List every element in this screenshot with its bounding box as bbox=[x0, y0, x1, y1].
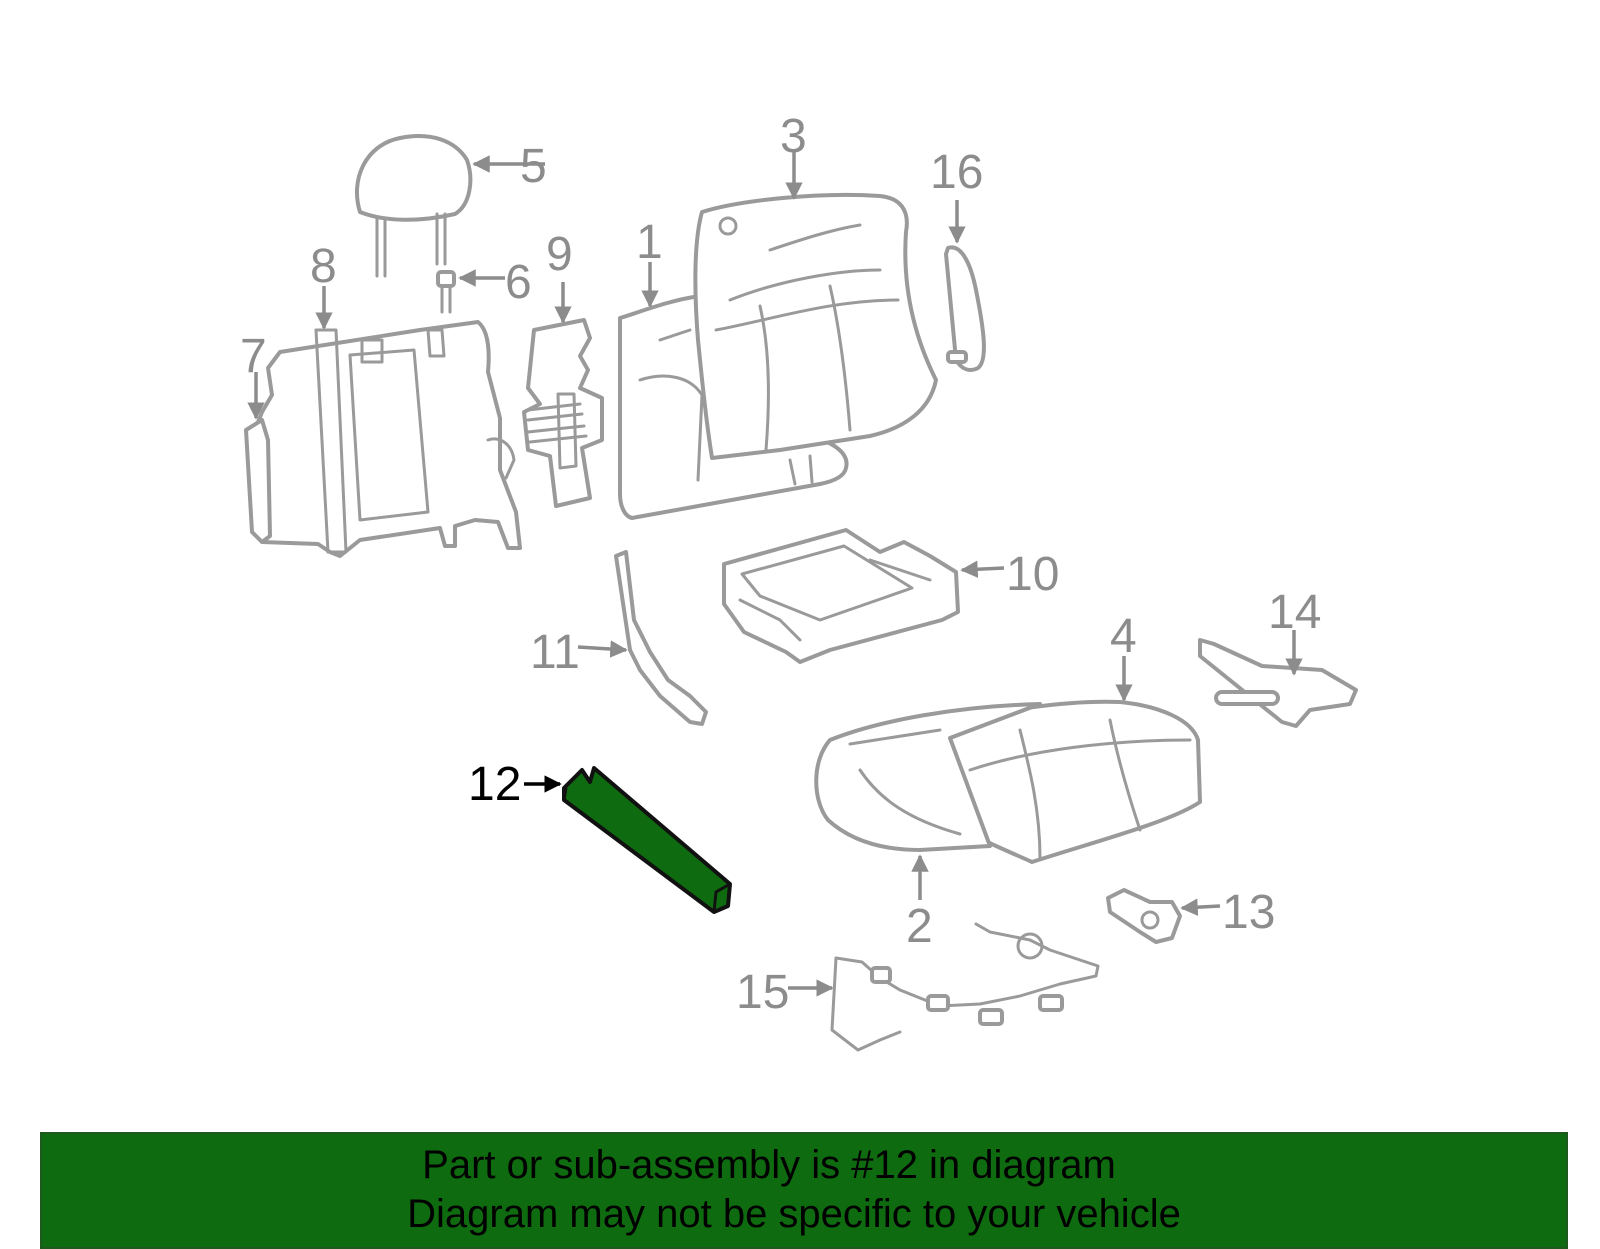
callout-7: 7 bbox=[240, 330, 267, 383]
callout-10: 10 bbox=[1006, 548, 1059, 601]
part-14-adjuster-track[interactable] bbox=[1198, 638, 1358, 728]
callout-15: 15 bbox=[736, 966, 789, 1019]
callout-4: 4 bbox=[1110, 610, 1137, 663]
part-10-cushion-frame[interactable] bbox=[722, 528, 960, 664]
callout-14: 14 bbox=[1268, 586, 1321, 639]
part-12-highlighted[interactable] bbox=[562, 766, 732, 914]
banner-line-1: Part or sub-assembly is #12 in diagram bbox=[422, 1143, 1116, 1187]
part-13-switch[interactable] bbox=[1106, 888, 1182, 944]
callout-8: 8 bbox=[310, 240, 337, 293]
callout-9: 9 bbox=[546, 228, 573, 281]
callout-5: 5 bbox=[520, 140, 547, 193]
callout-3: 3 bbox=[780, 110, 807, 163]
callout-12: 12 bbox=[468, 758, 521, 811]
part-3-seatback-cover[interactable] bbox=[693, 192, 938, 460]
part-6-guide[interactable] bbox=[436, 270, 456, 314]
part-5-headrest[interactable] bbox=[354, 134, 473, 278]
part-11-side-bracket[interactable] bbox=[614, 550, 708, 726]
part-2-cushion-pad[interactable] bbox=[814, 702, 1042, 852]
callout-1: 1 bbox=[636, 216, 663, 269]
part-7-side-panel[interactable] bbox=[244, 418, 272, 544]
callout-13: 13 bbox=[1222, 886, 1275, 939]
part-8-seatback-frame[interactable] bbox=[252, 320, 522, 558]
banner-line-2: Diagram may not be specific to your vehi… bbox=[407, 1192, 1181, 1236]
part-15-wiring-harness[interactable] bbox=[830, 922, 1100, 1052]
callout-16: 16 bbox=[930, 146, 983, 199]
callout-2: 2 bbox=[906, 900, 933, 953]
part-16-side-trim[interactable] bbox=[944, 245, 986, 372]
callout-11: 11 bbox=[530, 626, 580, 679]
callout-6: 6 bbox=[505, 256, 532, 309]
part-4-cushion-cover[interactable] bbox=[938, 699, 1202, 864]
info-banner: Part or sub-assembly is #12 in diagram D… bbox=[40, 1132, 1568, 1249]
part-9-lumbar-support[interactable] bbox=[522, 318, 604, 508]
